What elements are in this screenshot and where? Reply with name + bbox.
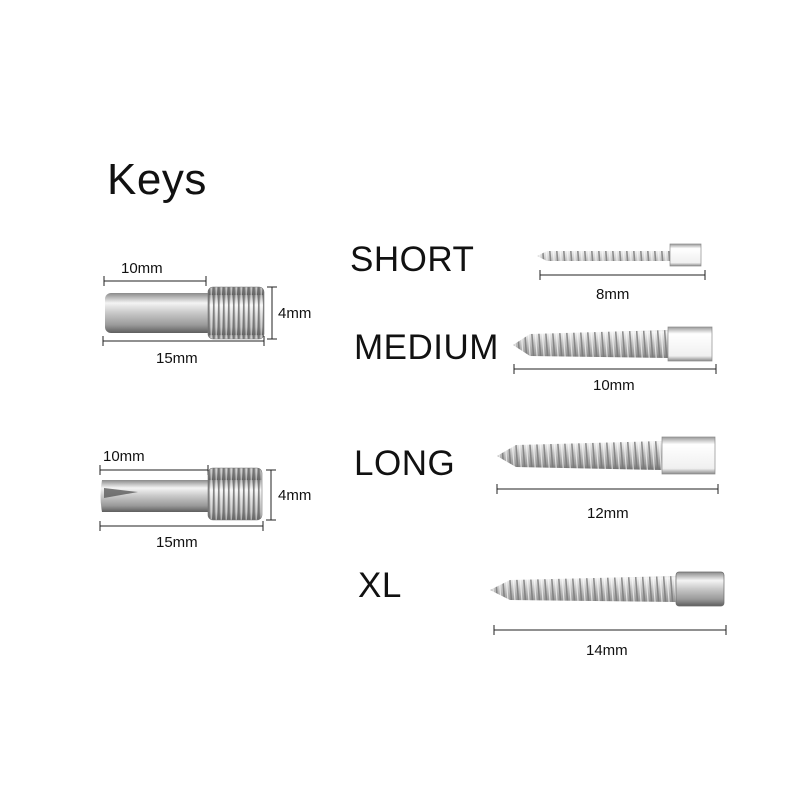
screw-thread xyxy=(497,441,662,470)
screw-long-image xyxy=(496,436,719,494)
screw-thread xyxy=(513,330,668,358)
screw-medium-image xyxy=(513,326,717,374)
screw-thread xyxy=(537,251,670,261)
screw-xl-length: 14mm xyxy=(586,642,628,659)
key-flat-tip-image xyxy=(99,465,276,531)
screw-cap xyxy=(669,243,702,267)
screw-cap xyxy=(667,326,713,362)
key-knurled-head xyxy=(207,286,265,340)
screw-long-length: 12mm xyxy=(587,505,629,522)
screw-size-medium: MEDIUM xyxy=(354,328,499,367)
screw-thread xyxy=(490,576,676,602)
key-shaft xyxy=(100,480,216,512)
key-round-tip-image xyxy=(102,276,277,346)
key-length-label: 10mm xyxy=(103,448,145,465)
screw-short-image xyxy=(537,243,706,280)
screw-medium-length: 10mm xyxy=(593,377,635,394)
screw-size-short: SHORT xyxy=(350,240,475,279)
screw-xl-image xyxy=(490,571,727,635)
key-length-label: 10mm xyxy=(121,260,163,277)
key-diameter-label: 4mm xyxy=(278,487,312,504)
screw-short-length: 8mm xyxy=(596,286,630,303)
page-title: Keys xyxy=(107,155,207,204)
screw-size-xl: XL xyxy=(358,566,402,605)
screw-cap xyxy=(661,436,716,475)
key-diameter-label: 4mm xyxy=(278,305,312,322)
key-total-label: 15mm xyxy=(156,534,198,551)
key-total-label: 15mm xyxy=(156,350,198,367)
key-knurled-head xyxy=(207,467,263,521)
screw-cap xyxy=(675,571,725,607)
screw-size-long: LONG xyxy=(354,444,456,483)
key-shaft xyxy=(105,293,213,333)
